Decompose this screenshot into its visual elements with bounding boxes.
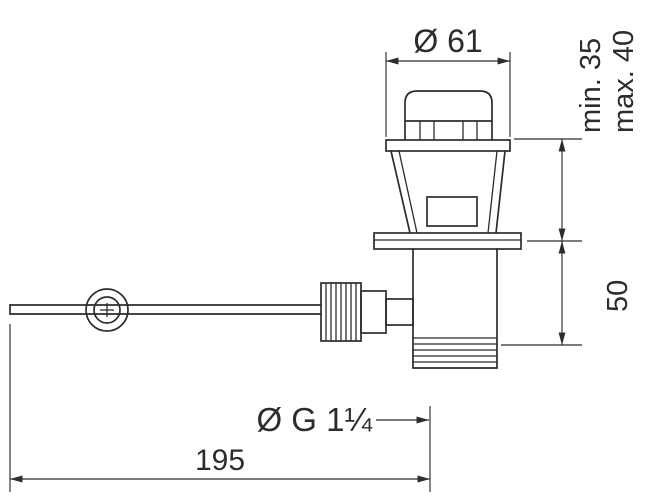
dimension-thread: Ø G 1¼ <box>256 401 431 492</box>
connector-step-outer <box>360 290 387 334</box>
dimension-right-lower: 50 <box>501 241 634 346</box>
cone-outer-left <box>390 150 411 234</box>
knurled-adjuster <box>320 282 414 342</box>
pivot-joint <box>85 288 129 332</box>
pivot-outer-ring <box>85 288 129 332</box>
flange-plate <box>373 232 522 250</box>
label-depth-50: 50 <box>602 280 634 312</box>
pop-up-cap <box>404 90 493 141</box>
cone-body <box>390 150 506 234</box>
lever-rod <box>9 304 322 315</box>
dimension-length: 195 <box>9 324 430 492</box>
cone-inner-left <box>398 150 418 234</box>
overflow-window <box>426 196 478 227</box>
valve-body <box>412 248 498 369</box>
cone-outer-right <box>495 150 506 234</box>
mounting-flange <box>373 232 522 250</box>
label-min-height: min. 35 <box>575 38 607 133</box>
thread-hatching <box>413 337 497 363</box>
label-max-height: max. 40 <box>608 30 640 133</box>
label-top-diameter: Ø 61 <box>413 23 482 59</box>
dimension-right-upper: min. 35 max. 40 <box>514 30 640 242</box>
top-rim <box>385 139 511 152</box>
dimension-top-diameter: Ø 61 <box>385 23 511 137</box>
rim-band <box>385 139 511 152</box>
pivot-inner-ring <box>93 296 121 324</box>
connector-step-inner <box>385 298 414 326</box>
cone-inner-right <box>487 150 498 234</box>
cap-dome-outline <box>404 90 493 141</box>
label-thread-size: Ø G 1¼ <box>256 401 372 438</box>
label-length-195: 195 <box>195 444 245 477</box>
